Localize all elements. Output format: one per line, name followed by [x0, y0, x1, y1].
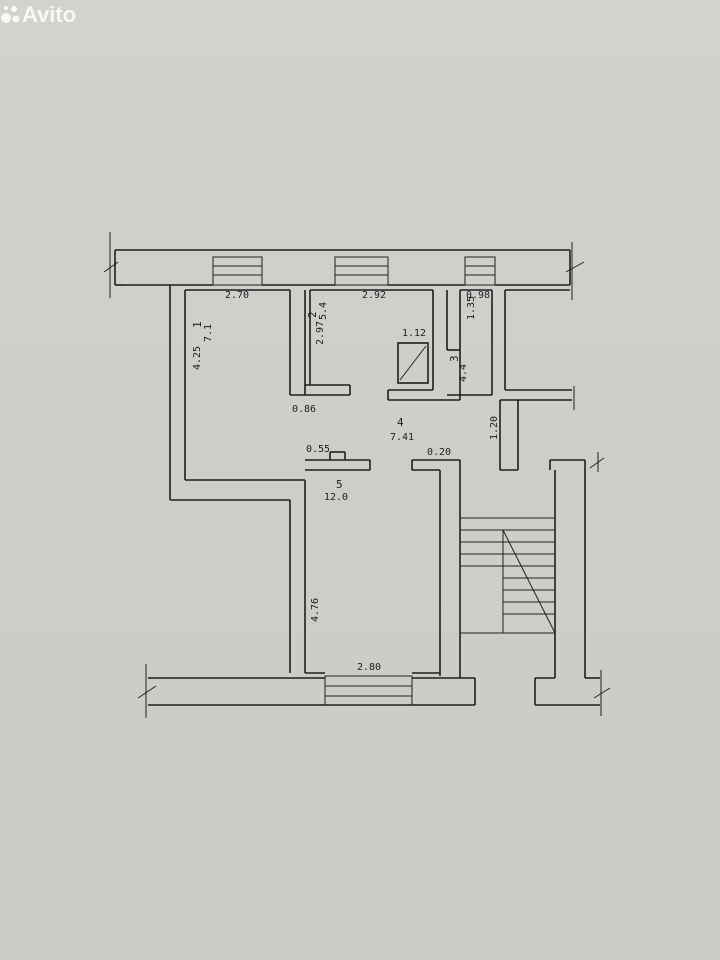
dim-room3-depth: 1.35 [466, 296, 477, 320]
avito-watermark: Avito [1, 2, 76, 27]
dim-room3-width: 0.98 [466, 290, 490, 301]
avito-logo-icon [1, 6, 20, 23]
bottom-wall [137, 664, 476, 718]
dim-right-wall: 1.20 [489, 416, 500, 440]
stair-walls [534, 452, 611, 716]
dim-room2-depth: 2.97 [315, 321, 326, 345]
window-top-1 [212, 256, 263, 286]
room1-partition [185, 289, 351, 396]
room1-number: 1 [191, 321, 204, 328]
room3-area: 4.4 [458, 364, 469, 382]
room5-area: 12.0 [324, 492, 348, 503]
dim-room1-width: 2.70 [225, 290, 249, 301]
watermark-text: Avito [22, 2, 76, 27]
room4-area: 7.41 [390, 432, 414, 443]
dim-door-room5: 0.55 [306, 444, 330, 455]
left-wall [169, 285, 306, 673]
dim-wall-stub: 0.20 [427, 447, 451, 458]
dim-room2-width: 2.92 [362, 290, 386, 301]
room3-walls [447, 289, 493, 400]
room4-number: 4 [397, 416, 404, 429]
dim-cabinet: 1.12 [402, 328, 426, 339]
dim-room1-depth: 4.25 [192, 346, 203, 370]
room2-walls [309, 289, 460, 401]
right-room-walls [499, 289, 575, 471]
window-bottom [324, 675, 413, 706]
room5-number: 5 [336, 478, 343, 491]
dim-door-room1: 0.86 [292, 404, 316, 415]
cabinet-icon [397, 342, 429, 384]
room1-area: 7.1 [203, 324, 214, 342]
room2-area: 5.4 [318, 302, 329, 320]
dim-room5-width: 2.80 [357, 662, 381, 673]
top-wall [103, 232, 585, 300]
room5-walls [305, 451, 461, 678]
room3-number: 3 [448, 355, 461, 362]
window-top-3 [464, 256, 496, 286]
staircase [459, 517, 556, 634]
dim-room5-depth: 4.76 [310, 598, 321, 622]
window-top-2 [334, 256, 389, 286]
room2-number: 2 [306, 311, 319, 318]
